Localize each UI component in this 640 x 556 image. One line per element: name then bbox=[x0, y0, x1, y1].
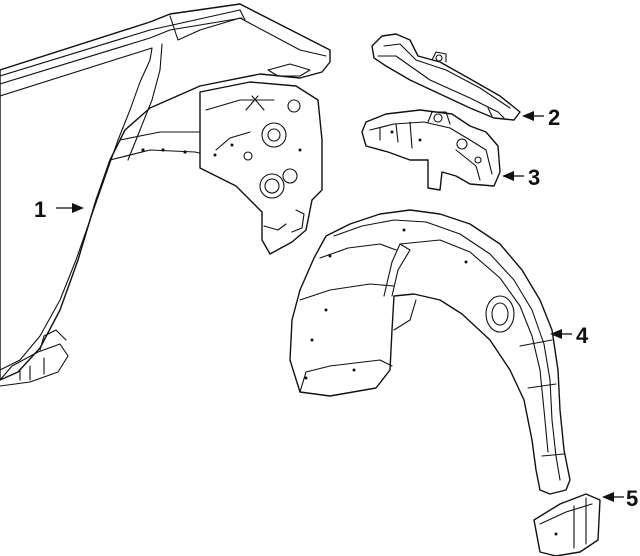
callout-3: 3 bbox=[502, 165, 540, 190]
part-3-support-bracket[interactable] bbox=[361, 109, 501, 191]
inner-wheelhouse-panel bbox=[199, 81, 323, 255]
part-2-upper-bracket[interactable] bbox=[371, 33, 521, 121]
callout-label-4: 4 bbox=[576, 323, 589, 348]
callout-5: 5 bbox=[602, 486, 638, 511]
callout-label-3: 3 bbox=[528, 165, 540, 190]
callout-label-1: 1 bbox=[34, 197, 46, 222]
callout-1: 1 bbox=[34, 197, 84, 222]
callout-label-5: 5 bbox=[626, 486, 638, 511]
part-4-wheelhouse-liner[interactable] bbox=[289, 209, 571, 495]
callout-4: 4 bbox=[550, 323, 589, 348]
callout-label-2: 2 bbox=[548, 105, 560, 130]
part-5-splash-shield[interactable] bbox=[533, 493, 601, 556]
callout-2: 2 bbox=[522, 105, 560, 130]
